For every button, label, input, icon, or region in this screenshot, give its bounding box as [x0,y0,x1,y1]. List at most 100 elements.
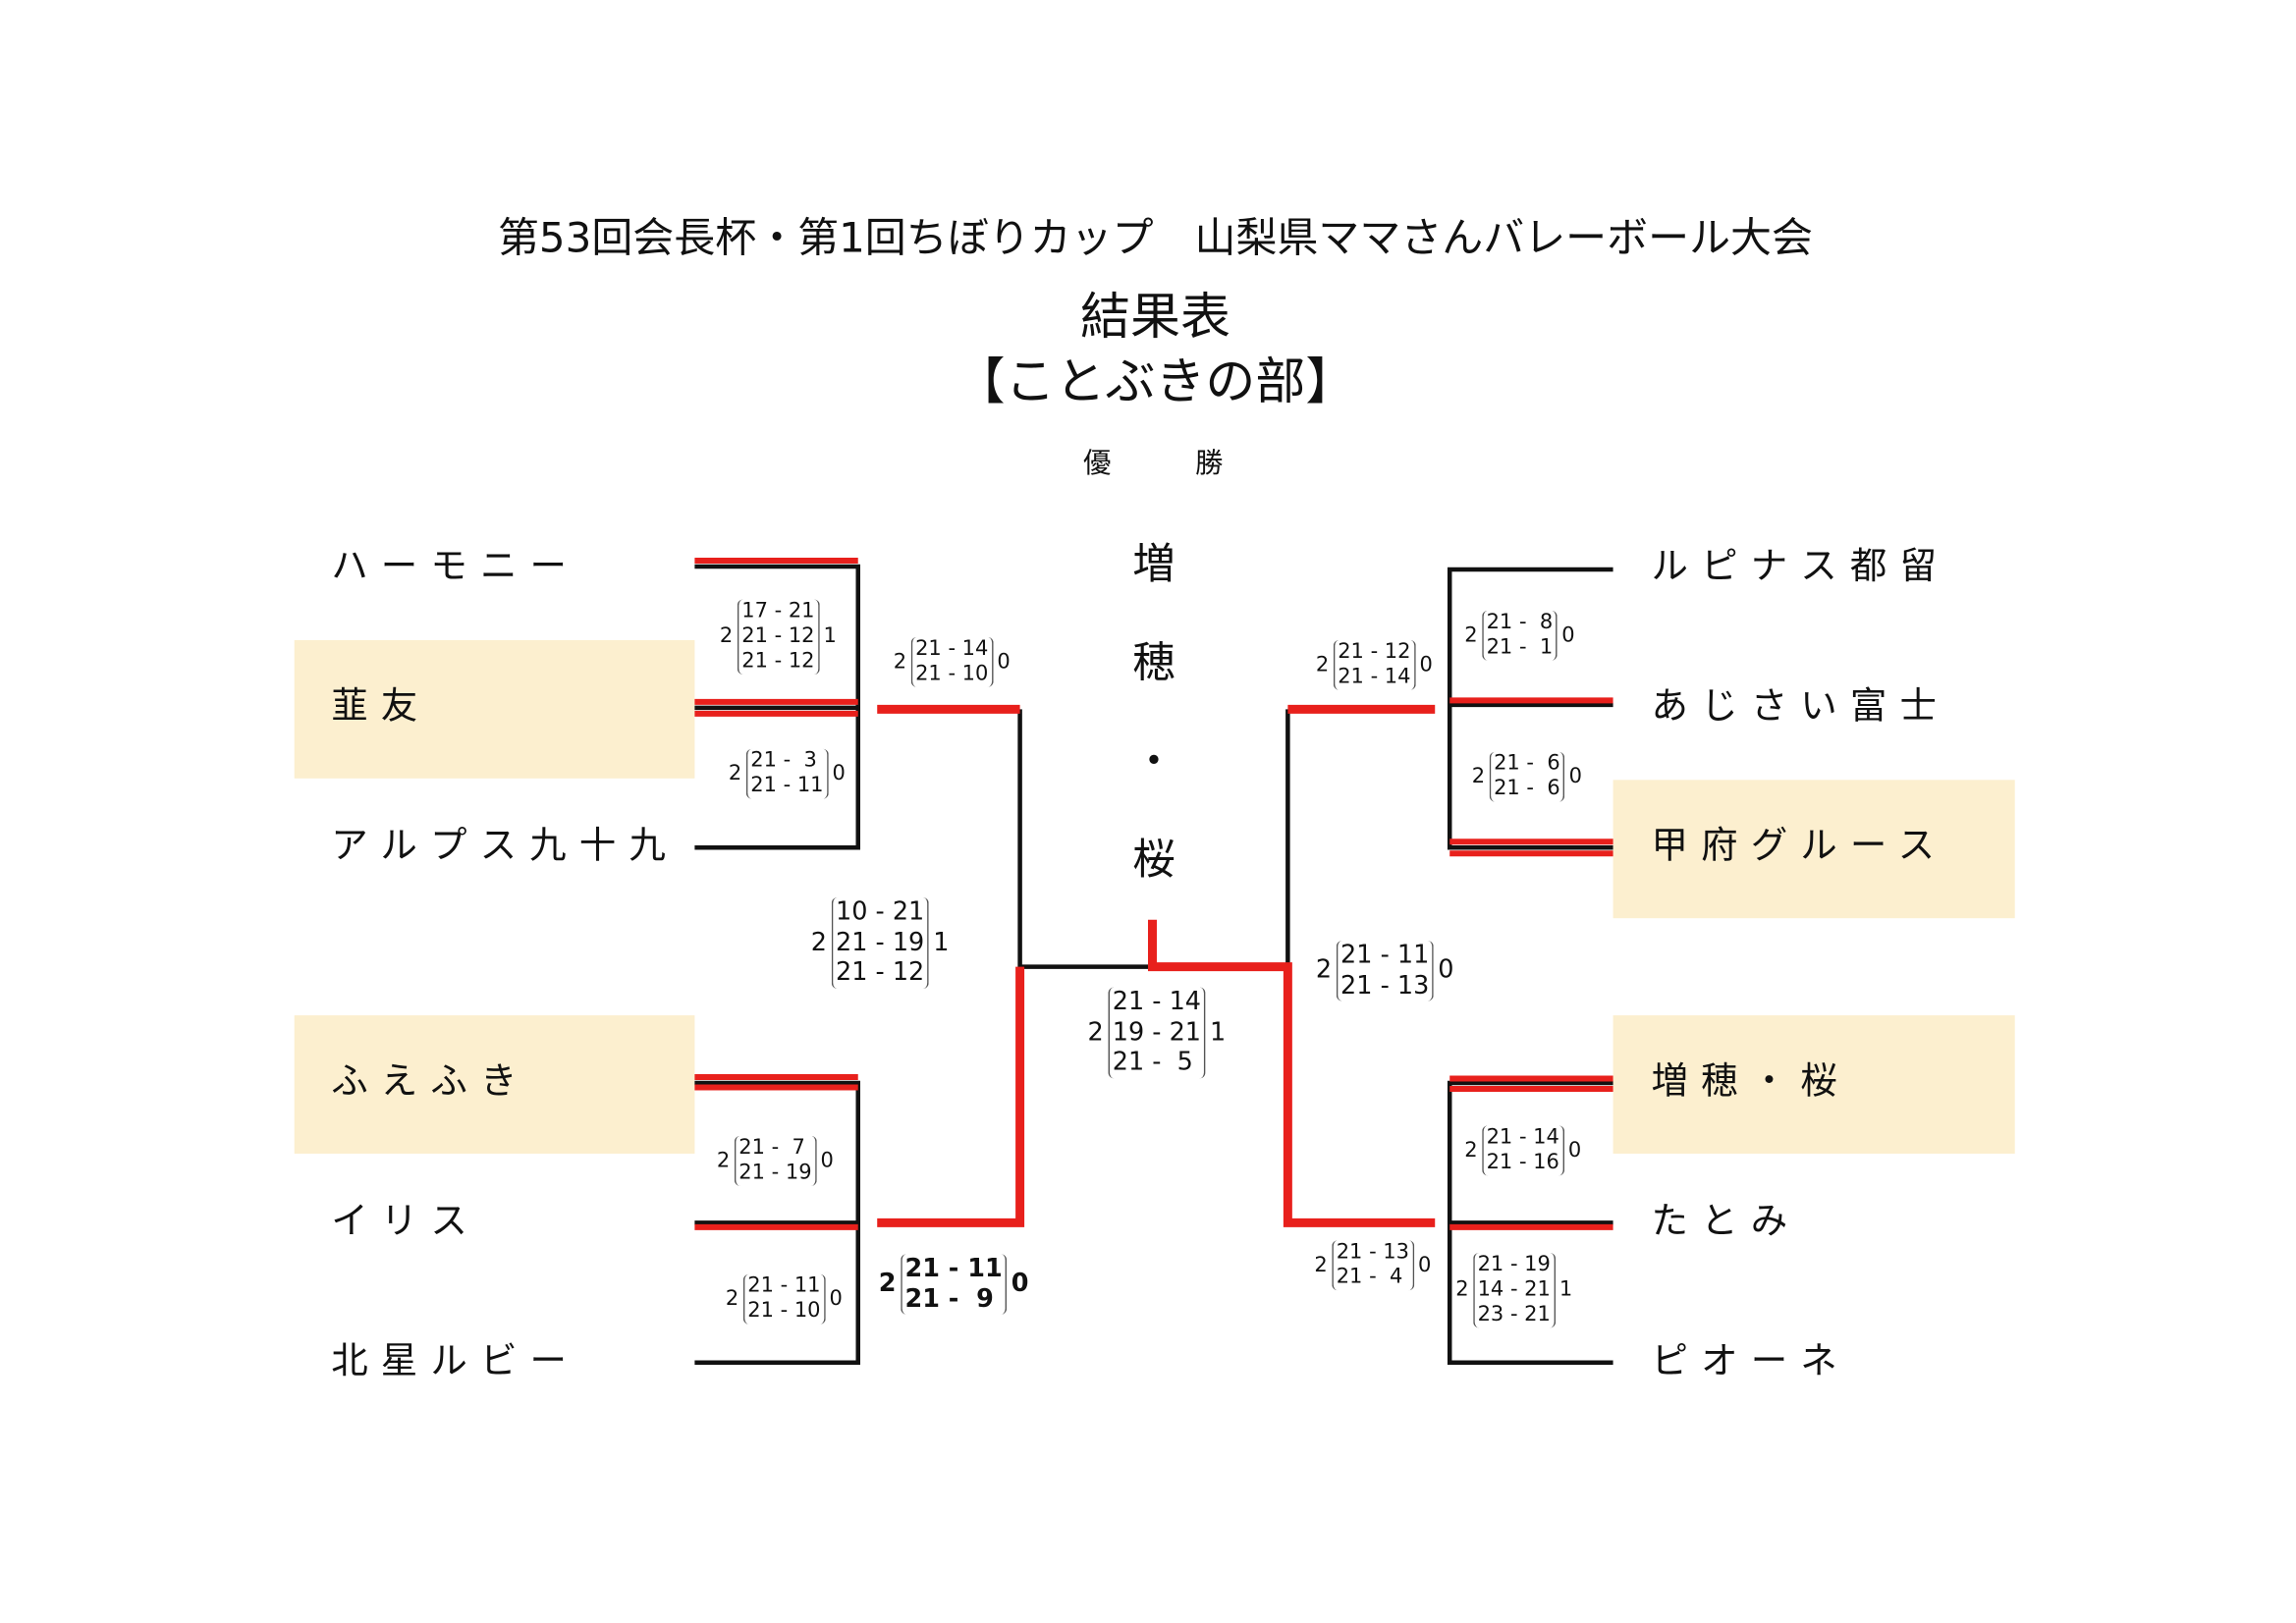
sets-won-left: 2 [1471,764,1486,788]
sets-won-left: 2 [725,1286,739,1311]
sets-won-right: 0 [1418,1253,1432,1277]
set-score: 21 - 13 [1336,1240,1410,1265]
set-score: 21 - 11 [1340,941,1430,971]
team-name-left: ハーモニー [331,544,580,587]
set-score: 21 - 19 [1477,1252,1551,1276]
tournament-title: 第53回会長杯・第1回ちぼりカップ 山梨県ママさんバレーボール大会 [497,213,1813,262]
team-name-left: 韮友 [331,683,431,728]
highlight-box [1613,780,2015,919]
sets-won-right: 0 [1419,652,1433,676]
set-score: 21 - 11 [747,1273,821,1298]
set-score: 21 - 1 [1486,635,1554,660]
sets-won-right: 0 [829,1286,843,1311]
set-score: 21 - 8 [1486,610,1554,634]
team-name-left: ふえふき [331,1059,530,1103]
sets-won-left: 2 [810,928,828,958]
team-name-right: 増穂・桜 [1651,1059,1850,1103]
set-score: 14 - 21 [1477,1277,1551,1302]
set-score: 21 - 19 [836,928,925,958]
sets-won-left: 2 [1315,955,1333,986]
champion-label-1: 優 [1083,447,1112,480]
sets-won-right: 0 [997,649,1011,674]
champion-name-char: ・ [1132,735,1175,786]
set-score: 21 - 3 [750,748,817,773]
set-score: 21 - 10 [747,1299,821,1324]
sets-won-left: 2 [1455,1277,1469,1302]
set-score: 21 - 16 [1486,1150,1559,1174]
set-score: 21 - 12 [1338,639,1411,664]
team-name-right: あじさい富士 [1651,683,1950,728]
team-name-right: 甲府グルース [1651,824,1948,867]
team-name-left: 北星ルビー [331,1338,580,1382]
team-name-right: ピオーネ [1651,1338,1850,1382]
sets-won-right: 0 [1567,1138,1582,1163]
division-heading: 【ことぶきの部】 [955,352,1356,412]
sets-won-left: 2 [716,1148,731,1172]
set-score: 21 - 14 [915,636,989,661]
sets-won-right: 0 [1561,622,1575,647]
set-score: 21 - 6 [1494,751,1560,776]
sets-won-right: 0 [832,761,846,785]
set-score: 21 - 14 [1112,987,1202,1017]
set-score: 21 - 6 [1494,777,1560,801]
sets-won-left: 2 [1315,652,1330,676]
champion-name-char: 増 [1132,538,1175,589]
champion-name-char: 桜 [1132,834,1175,885]
team-name-left: アルプス九十九 [331,824,679,867]
set-score: 21 - 19 [738,1161,812,1185]
set-score: 19 - 21 [1112,1017,1202,1048]
set-score: 21 - 11 [750,774,824,798]
team-name-right: ルピナス都留 [1651,544,1950,587]
set-score: 21 - 12 [741,624,815,649]
sets-won-right: 0 [1438,955,1454,986]
set-score: 21 - 13 [1340,971,1430,1001]
sets-won-right: 1 [1558,1277,1573,1302]
team-name-left: イリス [331,1199,480,1242]
champion-label-2: 勝 [1194,447,1224,480]
champion-name-char: 穂 [1132,636,1175,687]
sets-won-left: 2 [719,624,734,649]
sets-won-left: 2 [1087,1017,1104,1048]
sets-won-right: 1 [1210,1017,1227,1048]
set-score: 21 - 12 [741,649,815,674]
sets-won-right: 0 [1568,764,1583,788]
sets-won-left: 2 [1314,1253,1328,1277]
winner-line [877,704,1436,1227]
team-name-right: たとみ [1651,1199,1801,1242]
set-score: 21 - 14 [1338,665,1411,689]
set-score: 10 - 21 [836,897,925,928]
set-score: 21 - 4 [1336,1265,1403,1289]
sets-won-left: 2 [728,761,742,785]
set-score: 17 - 21 [741,599,815,623]
sets-won-left: 2 [893,649,907,674]
set-score: 21 - 9 [904,1284,994,1315]
